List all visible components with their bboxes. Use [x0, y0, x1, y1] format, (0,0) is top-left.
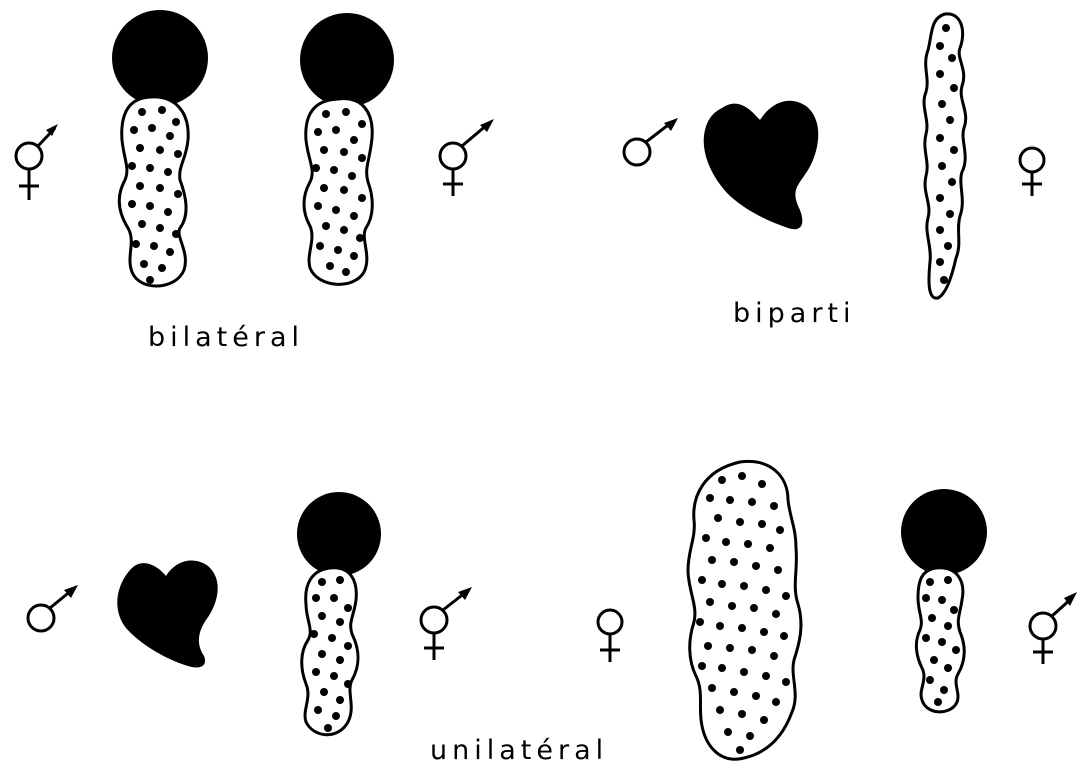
female-symbol-icon: [598, 610, 622, 662]
label-bilateral: bilatéral: [148, 322, 304, 353]
ovary-unilateral: [302, 568, 358, 735]
label-biparti: biparti: [733, 298, 856, 329]
testis-unilateral-right: [901, 489, 987, 575]
hermaphrodite-symbol-icon: [421, 587, 472, 660]
hermaphrodite-symbol-icon: [16, 124, 58, 200]
hermaphrodite-symbol-icon: [1030, 592, 1077, 664]
testis-left-bilateral: [112, 10, 208, 106]
ovary-biparti: [924, 14, 966, 298]
male-symbol-icon: [28, 585, 78, 631]
testis-unilateral-round: [297, 492, 381, 576]
label-unilateral: unilatéral: [430, 735, 608, 766]
testis-right-bilateral: [300, 13, 394, 107]
female-symbol-icon: [1020, 148, 1044, 196]
testis-unilateral: [117, 561, 217, 668]
hermaphrodite-symbol-icon: [440, 119, 494, 196]
testis-biparti: [704, 101, 819, 229]
male-symbol-icon: [624, 118, 678, 165]
